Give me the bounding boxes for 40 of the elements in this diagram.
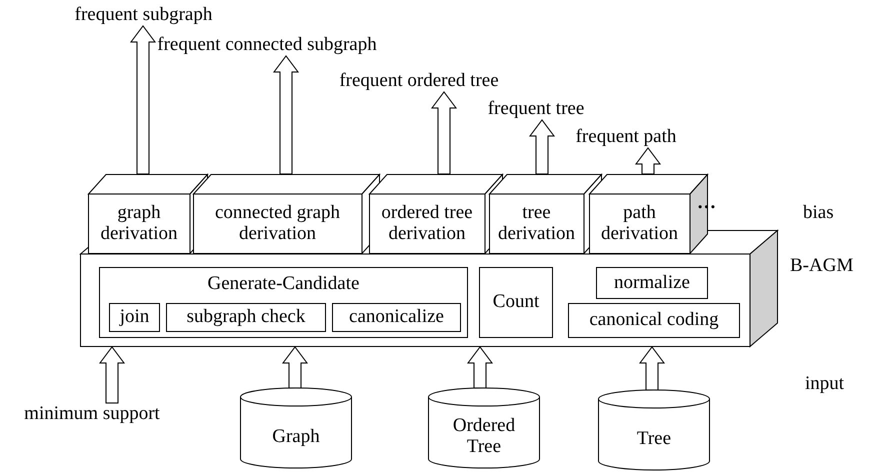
process-box [99, 267, 468, 338]
node-label: graph derivation [99, 203, 179, 245]
layer-label: bias [803, 202, 834, 224]
node-label: Ordered Tree [452, 416, 516, 458]
hollow-arrow [130, 25, 156, 174]
hollow-arrow [635, 147, 661, 174]
process-box [332, 303, 461, 332]
node-label: join [120, 307, 150, 328]
process-box [596, 267, 708, 299]
node-label: Tree [636, 428, 672, 450]
node-label: canonical coding [589, 310, 719, 331]
layer-label: B-AGM [790, 255, 854, 277]
process-box [568, 303, 740, 338]
node-label: normalize [614, 272, 690, 294]
process-box [109, 303, 160, 332]
hollow-arrow [467, 346, 493, 388]
hollow-arrow [282, 346, 308, 388]
output-label: frequent ordered tree [339, 70, 499, 92]
output-label: frequent tree [488, 98, 584, 120]
node-label: Count [492, 292, 540, 313]
hollow-arrow [273, 55, 299, 174]
process-box [479, 267, 553, 338]
output-label: frequent connected subgraph [157, 34, 377, 56]
node-label: canonicalize [349, 307, 444, 328]
node-label: Generate-Candidate [208, 274, 360, 295]
hollow-arrow [639, 346, 665, 390]
node-label: path derivation [600, 203, 680, 245]
process-box [166, 303, 326, 332]
hollow-arrow [99, 346, 125, 404]
node-label: subgraph check [186, 307, 306, 328]
node-label: ordered tree derivation [380, 203, 474, 245]
layer-label: input [805, 373, 844, 395]
node-label: connected graph derivation [214, 203, 342, 245]
output-label: frequent path [576, 126, 676, 148]
hollow-arrow [529, 119, 555, 174]
output-label: frequent subgraph [74, 4, 212, 26]
node-label: Graph [272, 426, 320, 448]
node-label: tree derivation [496, 203, 576, 245]
output-label: minimum support [24, 404, 160, 424]
hollow-arrow [431, 91, 457, 174]
